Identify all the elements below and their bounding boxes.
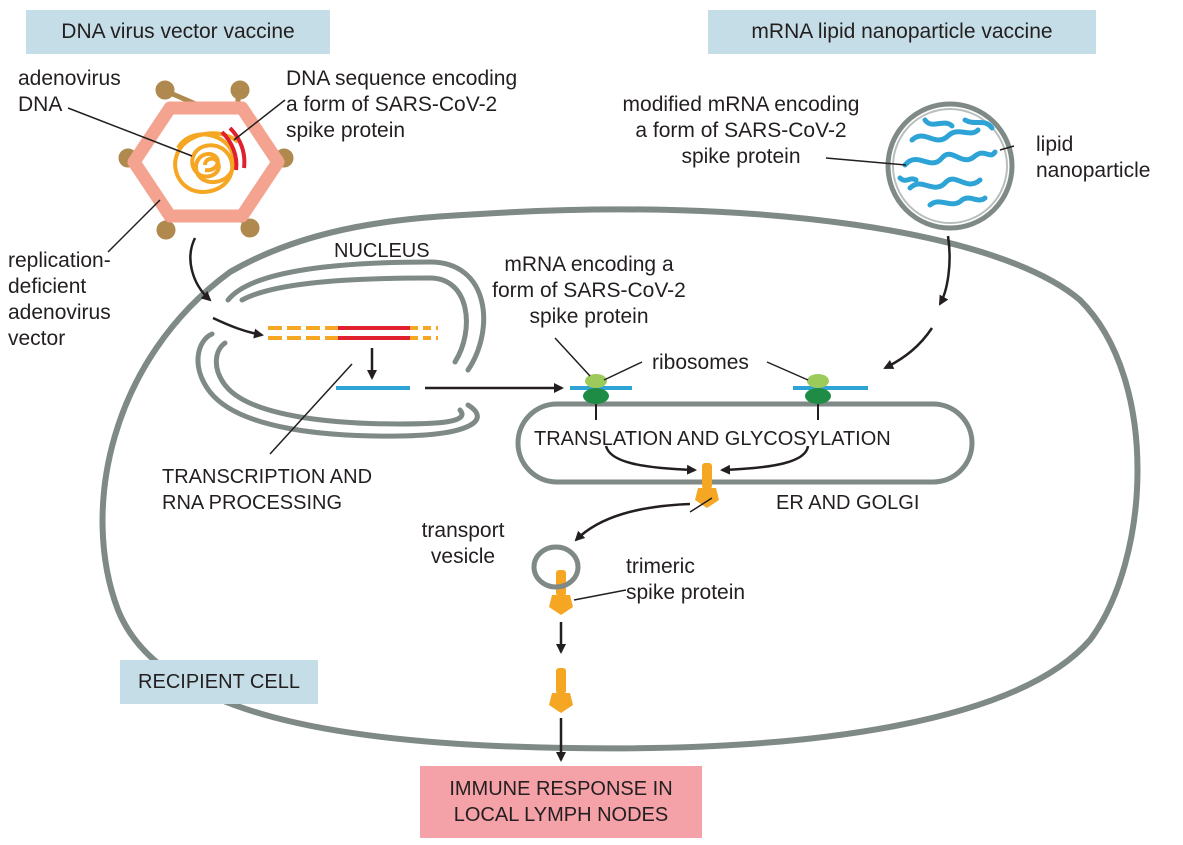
spike-protein-surface xyxy=(549,668,573,713)
nucleus-envelope xyxy=(195,259,487,439)
label-er-golgi: ER AND GOLGI xyxy=(776,492,920,514)
ribosome-right xyxy=(793,374,868,420)
label-transcription: TRANSCRIPTION AND RNA PROCESSING xyxy=(162,466,373,514)
leader-lines xyxy=(67,99,1015,601)
flow-arrows xyxy=(189,235,951,762)
label-adenovirus-dna: adenovirus DNA xyxy=(18,67,121,116)
ribosome-left xyxy=(570,374,632,420)
recipient-cell-membrane xyxy=(99,206,1141,752)
immune-response-box: IMMUNE RESPONSE IN LOCAL LYMPH NODES xyxy=(420,766,702,838)
adenovirus-particle xyxy=(118,80,294,240)
label-trimeric-spike: trimeric spike protein xyxy=(626,555,746,604)
spike-protein-vesicle xyxy=(549,570,573,615)
label-transport-vesicle: transport vesicle xyxy=(421,519,505,568)
er-golgi-compartment xyxy=(515,401,975,485)
label-translation: TRANSLATION AND GLYCOSYLATION xyxy=(534,428,891,450)
recipient-cell-label: RECIPIENT CELL xyxy=(120,660,318,704)
lipid-nanoparticle xyxy=(885,101,1015,231)
label-dna-sequence: DNA sequence encoding a form of SARS-CoV… xyxy=(286,67,518,142)
mrna-vaccine-title-text: mRNA lipid nanoparticle vaccine xyxy=(751,20,1053,43)
dna-vaccine-title-text: DNA virus vector vaccine xyxy=(61,20,295,43)
label-lipid-nanoparticle: lipid nanoparticle xyxy=(1036,133,1151,182)
transport-vesicle xyxy=(531,544,581,590)
label-modified-mrna: modified mRNA encoding a form of SARS-Co… xyxy=(622,93,860,168)
label-ribosomes: ribosomes xyxy=(652,351,749,374)
spike-protein-er xyxy=(695,463,719,508)
dna-transcript xyxy=(268,326,438,340)
label-nucleus: NUCLEUS xyxy=(334,240,430,262)
label-vector: replication- deficient adenovirus vector xyxy=(8,249,111,350)
dna-vaccine-title: DNA virus vector vaccine xyxy=(26,10,330,54)
mrna-vaccine-title: mRNA lipid nanoparticle vaccine xyxy=(708,10,1096,54)
label-mrna-encoding: mRNA encoding a form of SARS-CoV-2 spike… xyxy=(492,253,686,328)
